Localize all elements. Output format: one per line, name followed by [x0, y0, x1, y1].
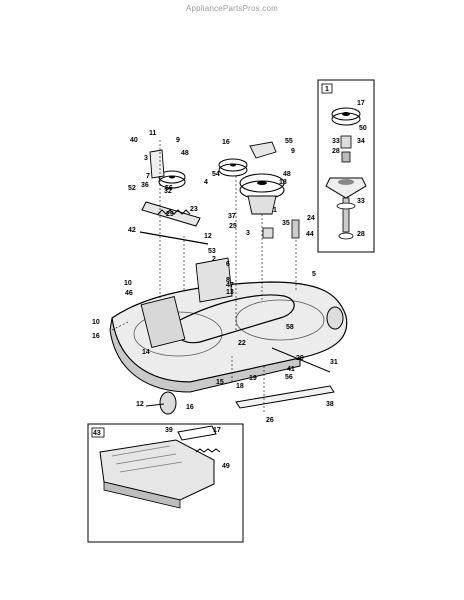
pulley-assembly	[139, 141, 300, 303]
part-callout: 7	[146, 173, 150, 180]
part-callout: 31	[330, 359, 338, 366]
part-callout: 3	[144, 155, 148, 162]
part-callout: 16	[92, 333, 100, 340]
part-callout: 46	[125, 290, 133, 297]
part-callout: 58	[286, 324, 294, 331]
part-callout: 25	[229, 223, 237, 230]
part-callout: 22	[238, 340, 246, 347]
part-callout: 8	[226, 277, 230, 284]
part-callout: 13	[226, 289, 234, 296]
part-callout: 39	[165, 427, 173, 434]
part-callout: 19	[249, 375, 257, 382]
part-callout: 20	[296, 355, 304, 362]
part-callout: 12	[204, 233, 212, 240]
part-callout: 4	[204, 179, 208, 186]
part-callout: 35	[282, 220, 290, 227]
site-watermark: AppliancePartsPros.com	[186, 4, 278, 13]
part-callout: 47	[226, 282, 234, 289]
part-callout: 9	[176, 137, 180, 144]
part-callout: 41	[287, 366, 295, 373]
chute-inset: 43	[87, 423, 244, 543]
part-callout: 28	[332, 148, 340, 155]
part-callout: 53	[208, 248, 216, 255]
part-callout: 56	[165, 185, 173, 192]
part-callout: 29	[166, 211, 174, 218]
part-callout: 23	[190, 206, 198, 213]
mower-deck	[109, 281, 348, 393]
part-callout: 11	[149, 130, 157, 137]
inset-label-1: 1	[325, 86, 329, 93]
part-callout: 42	[128, 227, 136, 234]
part-callout: 14	[142, 349, 150, 356]
lower-parts	[145, 347, 335, 415]
part-callout: 17	[357, 100, 365, 107]
part-callout: 40	[130, 137, 138, 144]
part-callout: 5	[312, 271, 316, 278]
part-callout: 49	[222, 463, 230, 470]
part-callout: 50	[359, 125, 367, 132]
part-callout: 32	[164, 188, 172, 195]
part-callout: 33	[357, 198, 365, 205]
part-callout: 55	[285, 138, 293, 145]
part-callout: 2	[212, 256, 216, 263]
part-callout: 3	[246, 230, 250, 237]
part-callout: 52	[128, 185, 136, 192]
part-callout: 18	[236, 383, 244, 390]
part-callout: 44	[306, 231, 314, 238]
part-callout: 38	[326, 401, 334, 408]
part-callout: 15	[216, 379, 224, 386]
spindle-inset: 1	[317, 79, 375, 253]
part-callout: 48	[181, 150, 189, 157]
part-callout: 26	[266, 417, 274, 424]
part-callout: 37	[228, 213, 236, 220]
part-callout: 10	[92, 319, 100, 326]
part-callout: 18	[279, 179, 287, 186]
part-callout: 56	[285, 374, 293, 381]
part-callout: 6	[226, 261, 230, 268]
part-callout: 34	[357, 138, 365, 145]
part-callout: 36	[141, 182, 149, 189]
part-callout: 28	[357, 231, 365, 238]
leader-lines	[111, 140, 297, 412]
part-callout: 12	[136, 401, 144, 408]
part-callout: 24	[307, 215, 315, 222]
part-callout: 10	[124, 280, 132, 287]
part-callout: 16	[222, 139, 230, 146]
part-callout: 17	[213, 427, 221, 434]
part-callout: 33	[332, 138, 340, 145]
part-callout: 16	[186, 404, 194, 411]
inset-label-43: 43	[93, 430, 101, 437]
part-callout: 9	[291, 148, 295, 155]
part-callout: 1	[273, 207, 277, 214]
part-callout: 48	[283, 171, 291, 178]
part-callout: 54	[212, 171, 220, 178]
